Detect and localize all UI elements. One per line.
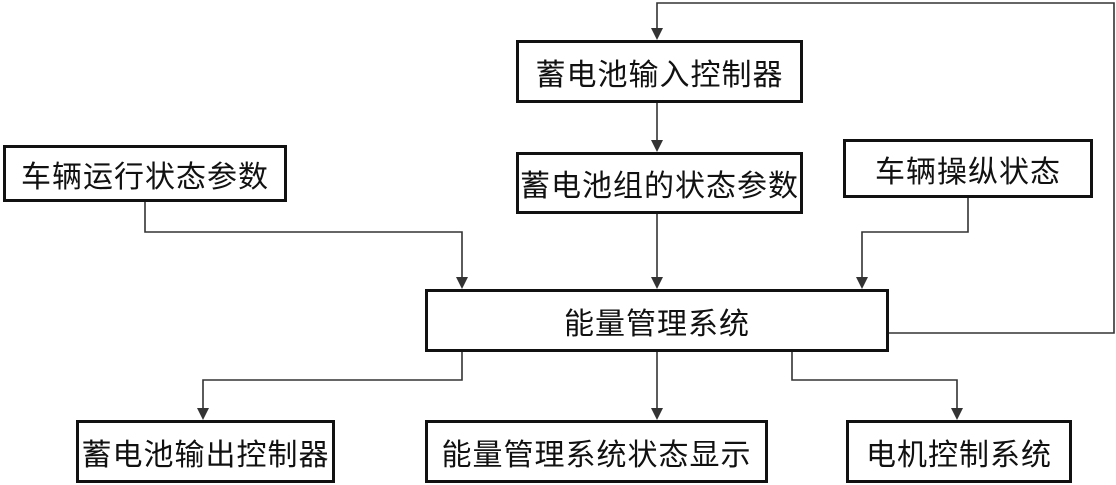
feedback-loop-line [656,2,1115,334]
battery-output-controller-box: 蓄电池输出控制器 [76,420,335,483]
operation-state-to-ems-arrowhead [856,277,868,289]
ems-state-display-label: 能量管理系统状态显示 [441,437,752,473]
input-to-state-arrowhead [651,140,663,152]
ems-to-motor-line [791,351,958,408]
battery-pack-state-box: 蓄电池组的状态参数 [516,152,803,214]
feedback-arrowhead [651,28,663,40]
vehicle-running-state-label: 车辆运行状态参数 [21,159,269,195]
operation-state-to-ems-line [861,197,969,277]
battery-input-controller-box: 蓄电池输入控制器 [516,40,803,103]
motor-control-system-label: 电机控制系统 [866,437,1052,473]
vehicle-operation-state-label: 车辆操纵状态 [875,154,1061,190]
battery-pack-state-label: 蓄电池组的状态参数 [520,169,799,204]
motor-control-system-box: 电机控制系统 [846,420,1072,483]
running-state-to-ems-line [144,201,463,277]
energy-management-system-label: 能量管理系统 [564,306,750,342]
energy-management-system-box: 能量管理系统 [425,289,889,352]
ems-state-display-box: 能量管理系统状态显示 [425,420,768,483]
running-state-to-ems-arrowhead [456,277,468,289]
ems-to-display-arrowhead [651,408,663,420]
ems-to-output-line [202,351,463,408]
ems-to-motor-arrowhead [951,408,963,420]
pack-state-to-ems-arrowhead [651,277,663,289]
battery-output-controller-label: 蓄电池输出控制器 [81,437,330,473]
battery-input-controller-label: 蓄电池输入控制器 [535,57,784,93]
ems-to-output-arrowhead [197,408,209,420]
vehicle-running-state-box: 车辆运行状态参数 [3,145,287,202]
vehicle-operation-state-box: 车辆操纵状态 [843,139,1093,198]
